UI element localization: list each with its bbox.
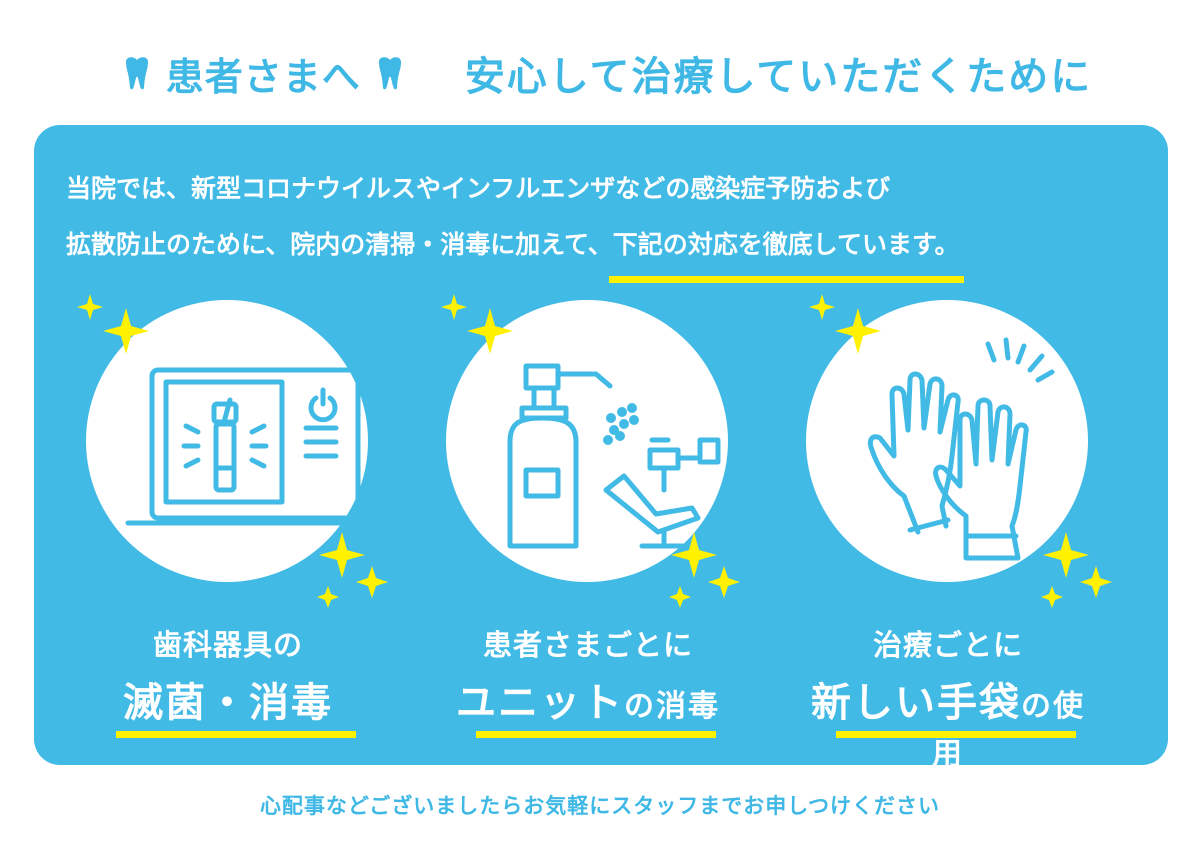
intro-line-1: 当院では、新型コロナウイルスやインフルエンザなどの感染症予防および [66, 174, 891, 203]
sparkle-icon [77, 294, 149, 354]
intro-text: 当院では、新型コロナウイルスやインフルエンザなどの感染症予防および 拡散防止のた… [66, 161, 1146, 283]
page-title: 安心して治療していただくために [464, 54, 1093, 100]
item-caption-suffix: の消毒 [624, 689, 720, 724]
icon-circle [446, 300, 728, 582]
measure-item-unit-disinfection: 患者さまごとに ユニットの消毒 [438, 294, 740, 750]
intro-highlight: 下記の対応を徹底しています。 [608, 217, 964, 283]
page-header: 患者さまへ 安心して治療していただくために [0, 38, 1200, 108]
sparkle-icon [1041, 532, 1112, 608]
intro-line-2: 拡散防止のために、院内の清掃・消毒に加えて、下記の対応を徹底しています。 [66, 217, 1146, 283]
item-caption-suffix: の使用 [932, 689, 1085, 772]
item-caption-main-text: 滅菌・消毒 [123, 680, 333, 726]
item-caption-main: ユニットの消毒 [438, 670, 738, 728]
measure-item-new-gloves: 治療ごとに 新しい手袋の使用 [798, 294, 1112, 772]
measure-item-sterilization: 歯科器具の 滅菌・消毒 [77, 294, 388, 750]
sparkle-icon [669, 532, 740, 608]
item-caption-top: 治療ごとに [872, 628, 1023, 662]
sterilizer-icon [125, 367, 368, 526]
disinfect-unit-icon [507, 363, 721, 549]
header-label: 患者さまへ [165, 54, 361, 99]
tooth-icon [378, 57, 401, 90]
icon-circle [806, 300, 1088, 582]
sparkle-icon [809, 294, 881, 354]
item-caption-main: 新しい手袋の使用 [798, 670, 1098, 774]
highlight-bar [836, 731, 1076, 738]
highlight-bar [476, 731, 716, 738]
sparkle-icon [441, 294, 513, 354]
item-caption-main-text: ユニット [456, 680, 624, 726]
footer-note: 心配事などございましたらお気軽にスタッフまでお申しつけください [259, 794, 941, 818]
item-caption-main: 滅菌・消毒 [78, 670, 378, 728]
sparkle-icon [317, 532, 388, 608]
item-caption-top: 患者さまごとに [482, 628, 693, 662]
info-panel: 当院では、新型コロナウイルスやインフルエンザなどの感染症予防および 拡散防止のた… [34, 125, 1168, 772]
highlight-bar [116, 731, 356, 738]
item-caption-main-text: 新しい手袋 [811, 680, 1021, 726]
gloves-icon [867, 337, 1055, 561]
intro-line-2-text: 拡散防止のために、院内の清掃・消毒に加えて、 [66, 230, 613, 259]
item-caption-top: 歯科器具の [152, 628, 303, 662]
tooth-icon [125, 57, 148, 90]
